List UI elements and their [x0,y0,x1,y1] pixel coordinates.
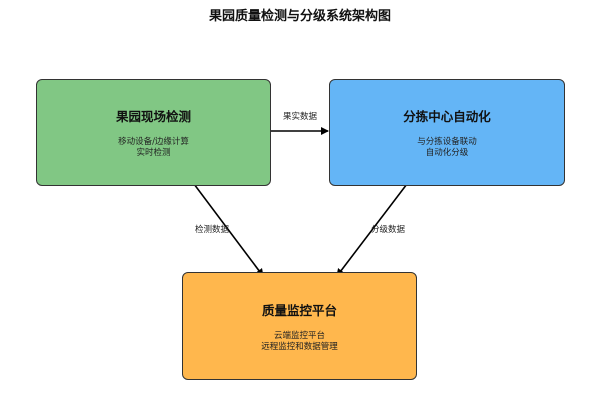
node-desc-line: 自动化分级 [425,148,469,158]
node-desc-line: 与分拣设备联动 [417,137,477,147]
diagram-title: 果园质量检测与分级系统架构图 [208,9,391,24]
node-desc-line: 远程监控和数据管理 [261,341,338,352]
edge-orchard-to-platform [190,179,264,277]
node-desc-line: 移动设备/边缘计算 [118,137,189,147]
node-desc-line: 实时检测 [136,148,171,158]
node-title: 质量监控平台 [261,302,337,318]
node-sorting-center: 分拣中心自动化 与分拣设备联动 自动化分级 [329,79,565,186]
edge-sorting-to-platform [336,179,411,277]
node-title: 果园现场检测 [115,109,191,124]
node-quality-platform: 质量监控平台 云端监控平台 远程监控和数据管理 [182,272,417,380]
edge-label-fruit-data: 果实数据 [282,112,318,122]
node-title: 分拣中心自动化 [403,109,491,124]
node-orchard-detection: 果园现场检测 移动设备/边缘计算 实时检测 [36,79,271,186]
edge-label-detection-data: 检测数据 [194,225,230,235]
edge-label-grading-data: 分级数据 [370,225,406,235]
node-desc-line: 云端监控平台 [273,330,325,341]
